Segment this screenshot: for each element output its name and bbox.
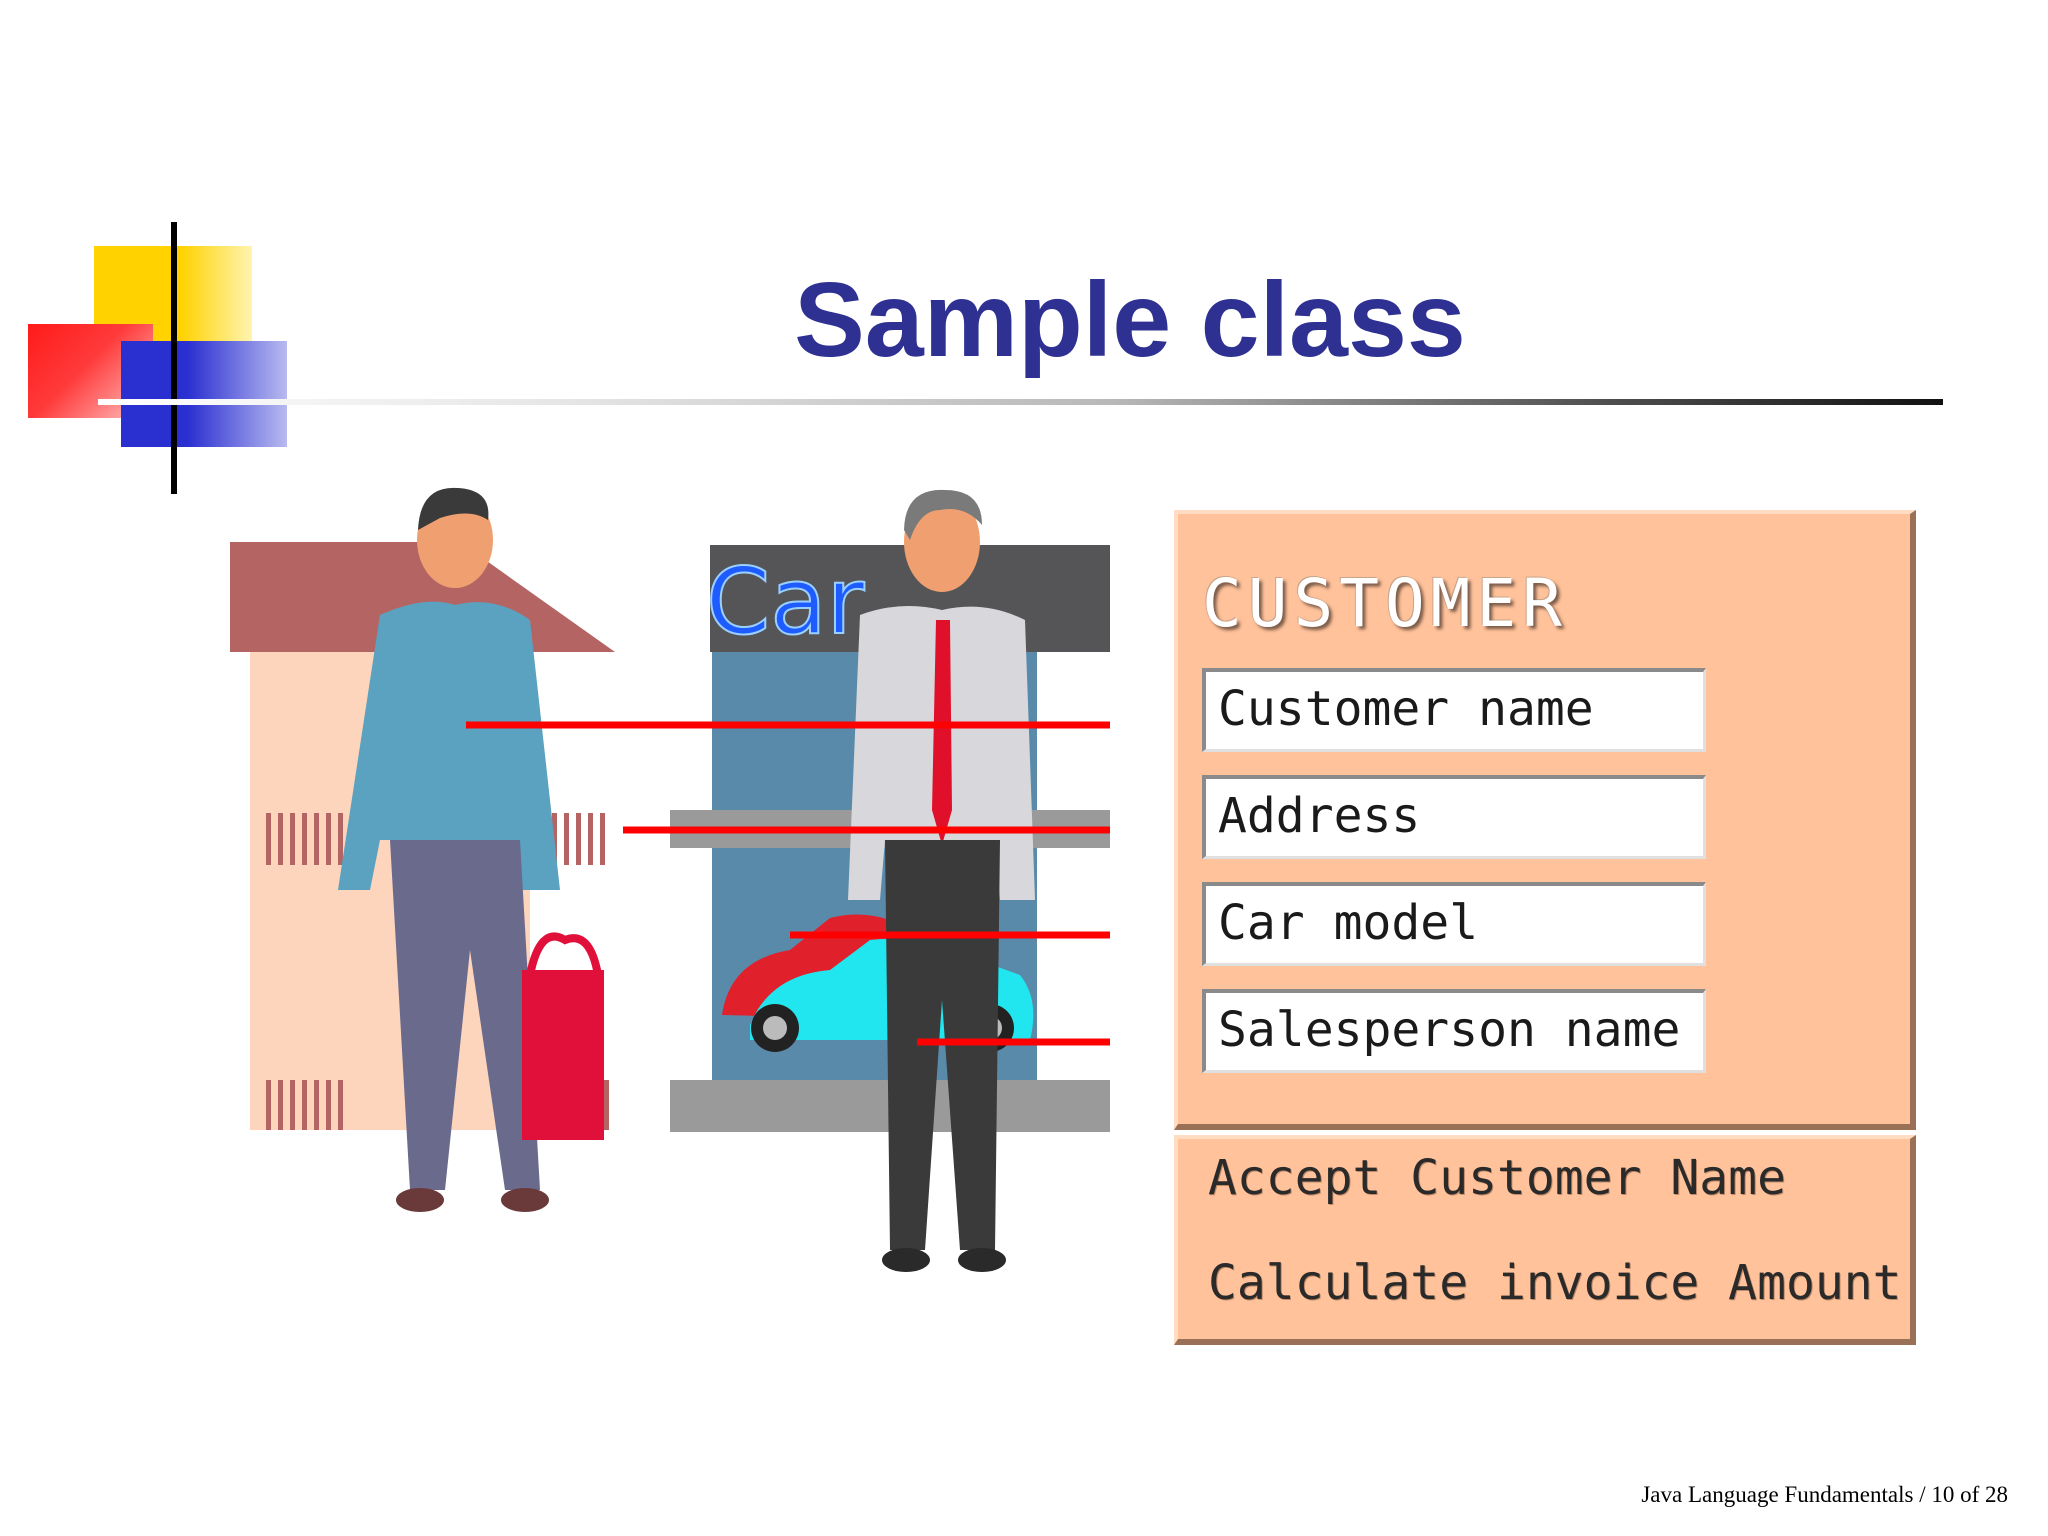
method-accept-customer-name: Accept Customer Name xyxy=(1208,1143,1786,1213)
logo-blue-square xyxy=(121,341,287,447)
illustration: Car xyxy=(230,480,1110,1300)
car-sign-text: Car xyxy=(706,548,865,655)
logo-vertical-line xyxy=(171,222,177,494)
title-rule xyxy=(98,399,1943,405)
attribute-customer-name: Customer name xyxy=(1202,668,1706,752)
class-name: CUSTOMER xyxy=(1202,564,1568,644)
attribute-salesperson-name: Salesperson name xyxy=(1202,989,1706,1073)
slide-footer: Java Language Fundamentals / 10 of 28 xyxy=(1641,1480,2008,1510)
slide-title: Sample class xyxy=(600,255,1660,385)
method-calculate-invoice-amount: Calculate invoice Amount xyxy=(1208,1248,1902,1318)
attribute-address: Address xyxy=(1202,775,1706,859)
attribute-car-model: Car model xyxy=(1202,882,1706,966)
